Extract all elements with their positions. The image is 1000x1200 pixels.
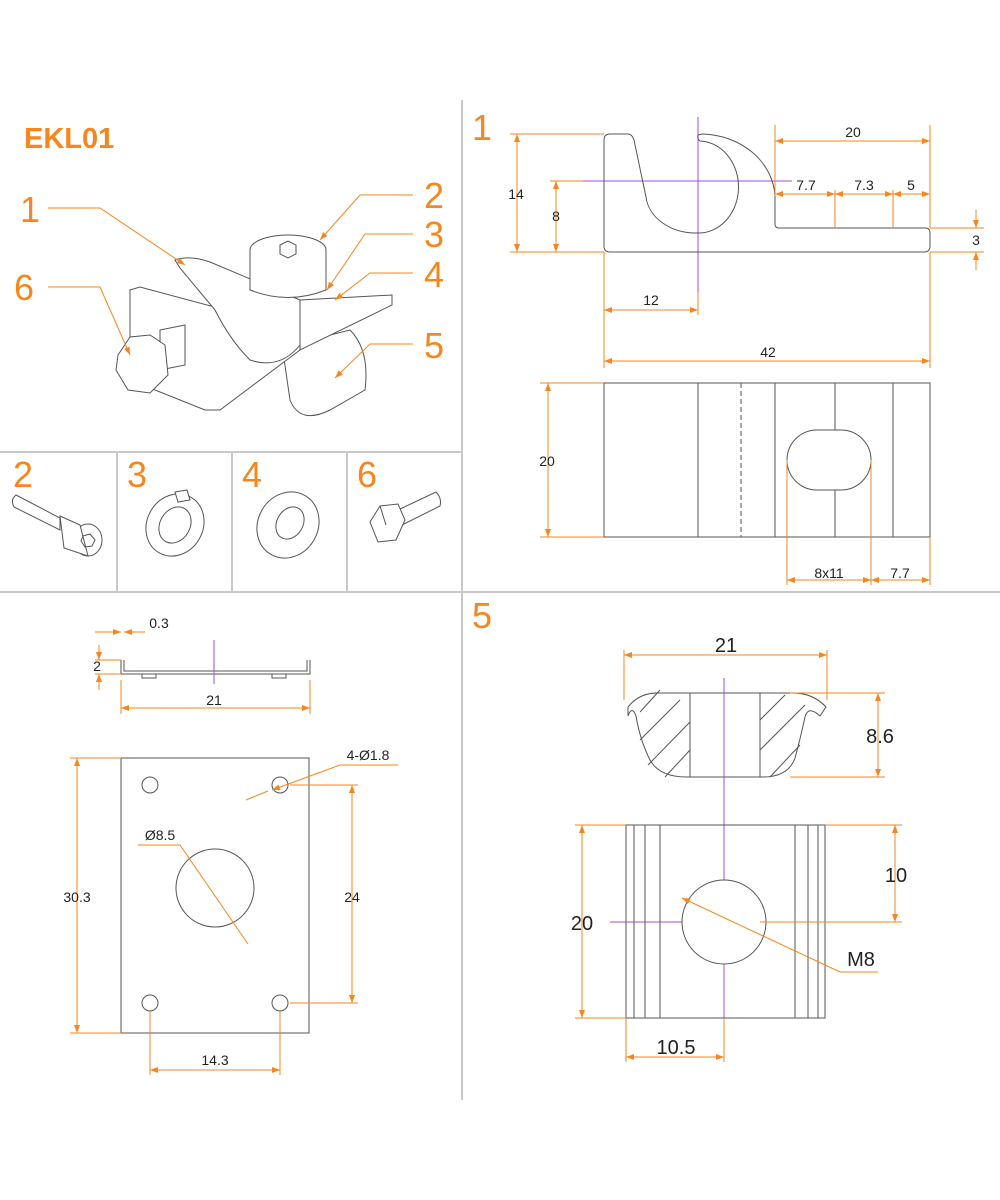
dim-hole-spacing-h: 14.3	[201, 1052, 228, 1068]
tnut-panel: 5 21 8.6 10 20 M8 10.5	[472, 595, 907, 1062]
callout-2: 2	[424, 175, 444, 216]
dim-seg3: 5	[907, 177, 915, 193]
tnut-section	[627, 692, 827, 778]
callout-6: 6	[14, 267, 34, 308]
callout-5: 5	[424, 325, 444, 366]
plate-panel: 0.3 2 21 4-Ø1.8 Ø8.5 30.3 24 14.3	[63, 615, 398, 1075]
dim-plate-flange: 2	[93, 658, 101, 674]
assembly-panel: EKL01 1 2 3 4 5 6	[14, 123, 444, 417]
thread-hole	[681, 879, 767, 965]
part-label-6: 6	[357, 454, 377, 495]
dim-seg2: 7.3	[854, 177, 874, 193]
dim-plate-length: 30.3	[63, 889, 90, 905]
dim-tnut-width: 21	[715, 635, 737, 657]
callout-1: 1	[20, 189, 40, 230]
dim-flange: 20	[845, 124, 861, 140]
dim-center-offset: 12	[643, 292, 659, 308]
dim-tnut-height: 8.6	[866, 726, 894, 748]
callout-3: 3	[424, 214, 444, 255]
flat-washer-icon	[256, 491, 320, 559]
part-label-2: 2	[13, 454, 33, 495]
hex-bolt-icon	[369, 491, 441, 543]
callout-4: 4	[424, 254, 444, 295]
dim-slot: 8x11	[814, 565, 844, 581]
dim-length: 42	[760, 344, 776, 360]
dim-plate-thickness: 0.3	[149, 615, 169, 631]
dim-seg1: 7.7	[796, 177, 816, 193]
profile-label: 1	[472, 107, 492, 148]
callout-leaders	[48, 194, 413, 379]
dim-plate-width: 21	[206, 692, 222, 708]
dim-center-hole: Ø8.5	[145, 827, 176, 843]
dim-hole-spacing-v: 24	[344, 889, 360, 905]
assembly-illustration	[115, 234, 393, 417]
plan-view-outline	[603, 382, 931, 538]
dim-small-holes: 4-Ø1.8	[347, 747, 390, 763]
center-hole	[175, 848, 255, 928]
panel-dividers	[0, 100, 1000, 1100]
dim-tnut-half-length: 10	[885, 865, 907, 887]
slot-hole	[786, 429, 872, 491]
dim-height: 14	[508, 186, 524, 202]
tnut-label: 5	[472, 595, 492, 636]
profile-panel: 1 14 8 12 42 20 7.7 7.3 5 3 20 8x11 7.7	[472, 107, 984, 585]
spring-washer-icon	[145, 489, 205, 557]
part-label-4: 4	[242, 454, 262, 495]
profile-outline	[603, 133, 931, 253]
dim-tnut-length: 20	[571, 913, 593, 935]
parts-row: 2 3 4 6	[11, 454, 441, 559]
product-title: EKL01	[24, 123, 114, 155]
part-label-3: 3	[127, 454, 147, 495]
dim-plan-edge: 7.7	[890, 565, 910, 581]
dim-thickness: 3	[972, 232, 980, 248]
dim-plan-width: 20	[539, 453, 555, 469]
dim-center-height: 8	[552, 208, 560, 224]
dim-thread: M8	[847, 949, 875, 971]
plate-outline	[120, 757, 310, 1034]
socket-screw-icon	[11, 494, 103, 557]
dim-tnut-half-width: 10.5	[657, 1037, 696, 1059]
